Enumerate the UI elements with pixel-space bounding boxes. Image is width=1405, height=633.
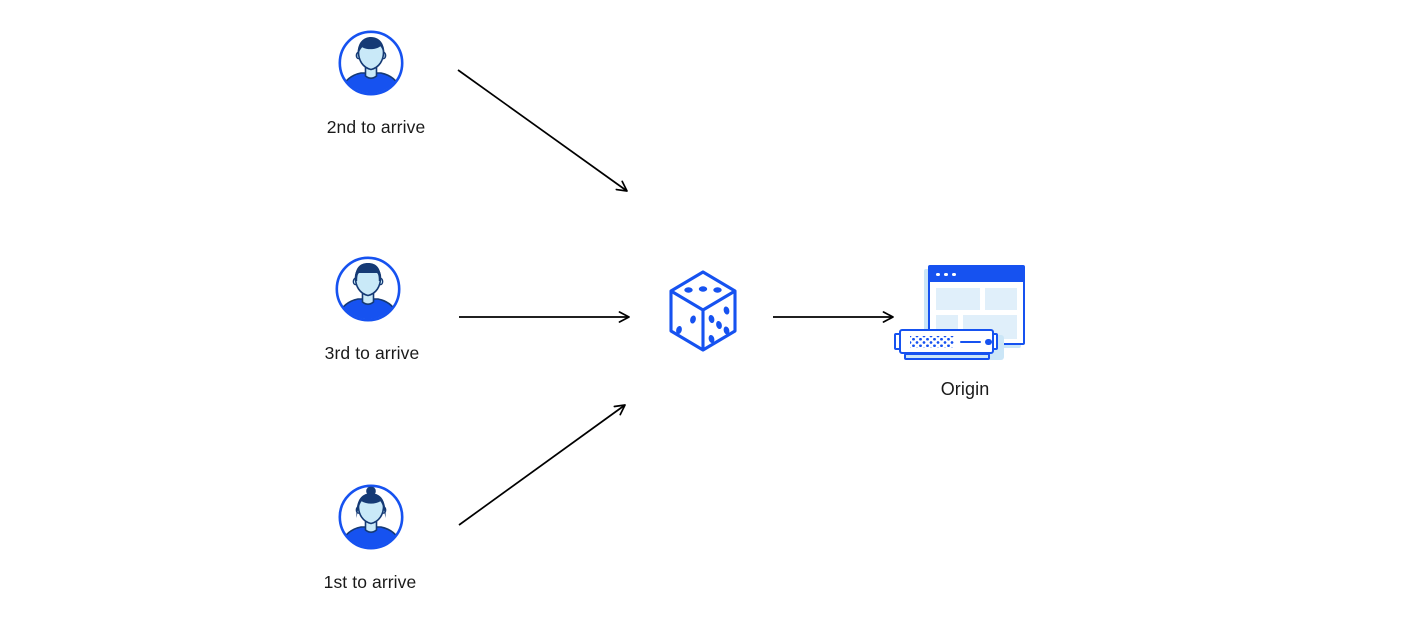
- avatar-man-side-part-icon: [338, 30, 404, 96]
- window-dot-icon: [944, 272, 948, 277]
- content-block: [985, 288, 1017, 310]
- origin-label: Origin: [940, 379, 990, 399]
- window-content: [930, 282, 1023, 339]
- window-titlebar: [930, 267, 1023, 282]
- server-vent-dots: [910, 336, 954, 348]
- window-dot-icon: [936, 272, 940, 277]
- content-block: [936, 288, 980, 310]
- dice-icon: [666, 268, 740, 356]
- flow-arrow-1: [457, 69, 628, 192]
- avatar-woman-bun-icon: [338, 484, 404, 550]
- flow-arrow-3: [458, 404, 626, 526]
- visitor-label-3rd: 3rd to arrive: [324, 343, 420, 363]
- server-icon: [899, 329, 994, 354]
- window-dot-icon: [952, 272, 956, 277]
- avatar-man-short-hair-icon: [335, 256, 401, 322]
- visitor-label-2nd: 2nd to arrive: [326, 117, 426, 137]
- server-line: [960, 340, 981, 343]
- server-base: [904, 353, 990, 360]
- server-led-dot: [985, 338, 992, 345]
- visitor-label-1st: 1st to arrive: [323, 572, 417, 592]
